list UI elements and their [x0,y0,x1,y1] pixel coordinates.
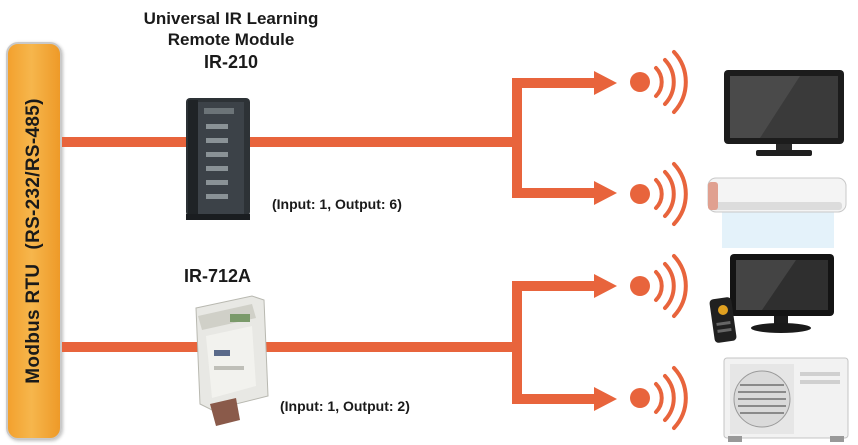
ir-signal-icon [630,366,688,430]
modbus-bus-bar: Modbus RTU(RS-232/RS-485) [6,42,62,440]
module-title: Universal IR Learning Remote Module [96,8,366,50]
ir-210-model-label: IR-210 [203,52,259,72]
top-connection-lines [62,71,617,205]
ir-712a-io-label: (Input: 1, Output: 2) [280,398,410,414]
module-title-line-2: Remote Module [167,30,295,49]
ir-210-io-label: (Input: 1, Output: 6) [272,196,402,212]
air-conditioner-indoor-icon [707,177,847,248]
ir-signal-icon [630,254,688,318]
ir-signal-icon [630,162,688,226]
ir-712a-model-label: IR-712A [184,266,252,286]
bottom-connection-lines [62,274,617,411]
ir-210-device [186,98,250,220]
ir-signal-icon [630,50,688,114]
ir-712a-device [195,295,269,426]
air-conditioner-outdoor-icon [723,357,849,442]
tv-icon [724,70,844,156]
tv-with-remote-icon [709,254,834,343]
module-title-line-1: Universal IR Learning [143,9,319,28]
